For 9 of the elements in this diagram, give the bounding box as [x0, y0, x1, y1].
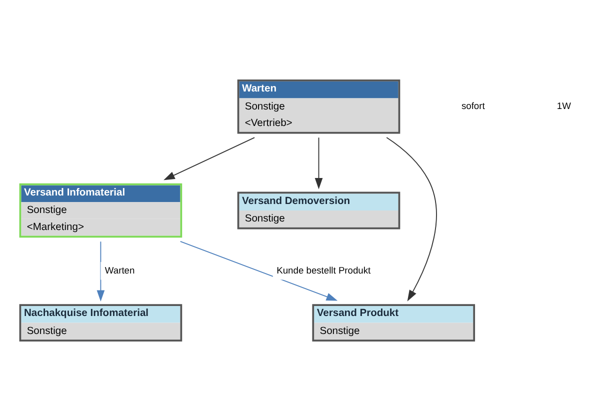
arrow: [164, 136, 255, 180]
edge-label: Warten: [104, 265, 135, 276]
arrow: [314, 136, 323, 189]
label: 1W: [556, 100, 571, 110]
edge-label: Kunde bestellt Produkt: [276, 265, 371, 276]
arrow: [180, 240, 338, 300]
arrow: [96, 240, 105, 302]
arrow: [386, 136, 437, 301]
label: sofort: [461, 100, 485, 110]
